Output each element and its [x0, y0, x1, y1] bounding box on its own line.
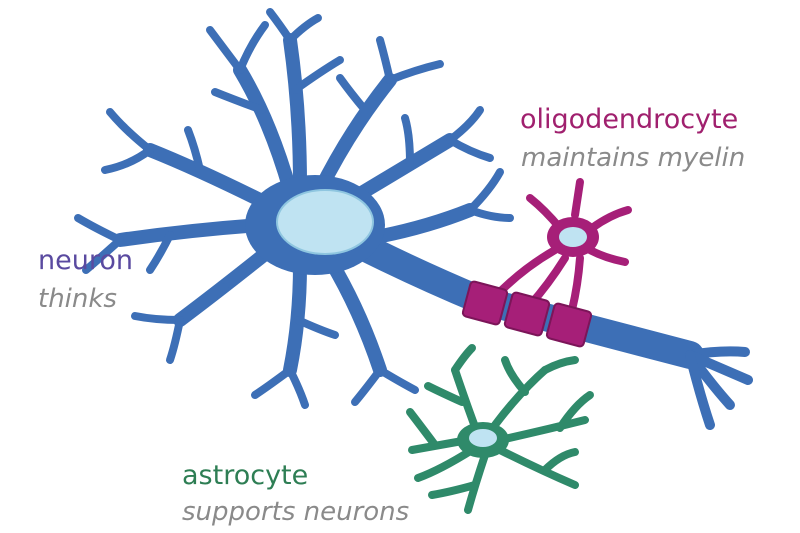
astrocyte-role: supports neurons	[182, 497, 410, 527]
oligodendrocyte-role: maintains myelin	[521, 143, 746, 173]
neuron-nucleus	[276, 189, 374, 255]
neuron-cell-icon	[74, 8, 753, 430]
astrocyte-cell-icon	[406, 344, 594, 514]
oligodendrocyte-name: oligodendrocyte	[520, 104, 739, 135]
neuron-role: thinks	[38, 284, 117, 314]
oligodendrocyte-cell-icon	[461, 178, 632, 348]
astrocyte-name: astrocyte	[182, 460, 309, 491]
neuron-name: neuron	[38, 245, 133, 276]
